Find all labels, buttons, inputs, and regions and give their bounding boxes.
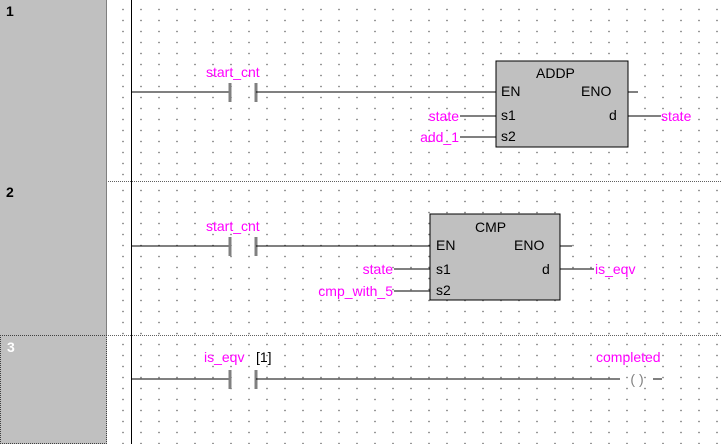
- d-variable[interactable]: is_eqv: [595, 261, 635, 277]
- function-block-cmp[interactable]: CMP EN ENO s1 d s2: [429, 213, 561, 301]
- function-block-addp[interactable]: ADDP EN ENO s1 d s2: [495, 60, 629, 148]
- s1-pin-label: s1: [436, 261, 451, 277]
- s2-pin-label: s2: [436, 282, 451, 298]
- rung-separator: [108, 335, 721, 336]
- output-coil[interactable]: ( ): [630, 371, 643, 387]
- rung-1-number-cell[interactable]: 1: [0, 0, 107, 181]
- rung-3-area[interactable]: [108, 335, 721, 444]
- rung-separator: [108, 181, 721, 182]
- en-pin-label: EN: [436, 237, 455, 253]
- rung-2-number-cell[interactable]: 2: [0, 181, 107, 335]
- s1-variable[interactable]: state: [429, 108, 460, 124]
- contact-variable[interactable]: is_eqv: [204, 349, 244, 365]
- contact-array-index: [1]: [256, 349, 272, 365]
- normally-open-contact[interactable]: [228, 237, 258, 256]
- d-pin-label: d: [542, 261, 550, 277]
- d-pin-label: d: [609, 107, 617, 123]
- rung-1: start_cnt ADDP EN ENO s1 d s2 state add_…: [131, 60, 692, 148]
- coil-symbol: ( ): [630, 371, 643, 387]
- eno-pin-label: ENO: [514, 237, 544, 253]
- rung-number: 3: [7, 339, 15, 355]
- s2-variable[interactable]: add_1: [420, 129, 459, 145]
- s2-pin-label: s2: [501, 128, 516, 144]
- rung-number: 1: [6, 3, 14, 19]
- eno-pin-label: ENO: [581, 83, 611, 99]
- rung-2: start_cnt CMP EN ENO s1 d s2 state cmp_w…: [131, 213, 635, 301]
- normally-open-contact[interactable]: [228, 370, 258, 389]
- rung-3: is_eqv [1] completed ( ): [131, 349, 662, 389]
- rung-number: 2: [6, 184, 14, 200]
- en-pin-label: EN: [501, 83, 520, 99]
- s1-pin-label: s1: [501, 107, 516, 123]
- contact-variable[interactable]: start_cnt: [206, 218, 260, 234]
- coil-variable[interactable]: completed: [596, 349, 661, 365]
- block-name: CMP: [475, 219, 506, 235]
- rung-2-area[interactable]: [108, 181, 721, 335]
- block-name: ADDP: [536, 65, 575, 81]
- contact-variable[interactable]: start_cnt: [206, 64, 260, 80]
- s1-variable[interactable]: state: [363, 261, 394, 277]
- d-variable[interactable]: state: [661, 108, 692, 124]
- s2-variable[interactable]: cmp_with_5: [318, 283, 393, 299]
- normally-open-contact[interactable]: [228, 83, 258, 102]
